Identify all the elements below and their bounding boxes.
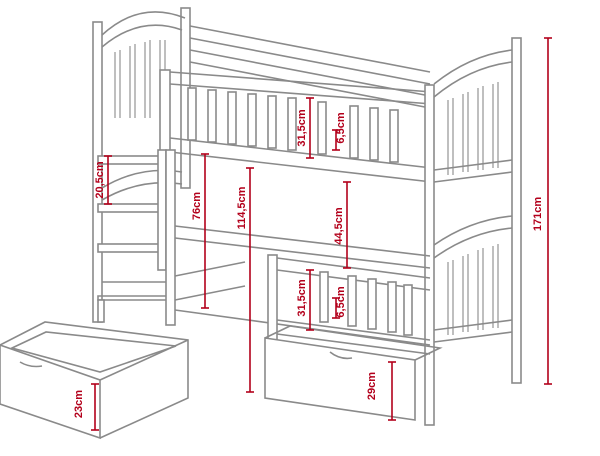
bed-frame (0, 7, 522, 440)
top-headboard-slats (114, 40, 166, 118)
label-overall-height: 171cm (532, 197, 544, 231)
label-top-rail-height: 31,5cm (296, 109, 308, 147)
label-drawer-left-height: 23cm (73, 390, 85, 418)
dimension-labels: 171cm 114,5cm 76cm 20,5cm 44,5cm 31,5cm … (73, 109, 544, 418)
right-bottom-headboard-arch (433, 215, 513, 246)
label-top-slat-gap: 6,5cm (335, 112, 347, 143)
top-guard-slats (187, 87, 399, 163)
top-headboard-arch (101, 11, 186, 36)
bottom-front-rail-post (267, 254, 278, 346)
right-rear-post (511, 37, 522, 384)
drawer-right (264, 325, 443, 421)
label-ladder-step: 20,5cm (94, 161, 106, 199)
right-top-headboard-slats (447, 82, 499, 175)
label-ladder-opening: 76cm (191, 192, 203, 220)
label-bunk-gap: 44,5cm (333, 207, 345, 245)
drawer-left (0, 321, 189, 440)
label-bottom-rail-height: 31,5cm (296, 279, 308, 317)
label-bottom-slat-gap: 6,5cm (335, 286, 347, 317)
dimension-lines (91, 37, 552, 431)
bottom-guard-slats (319, 271, 413, 336)
right-bottom-headboard-slats (447, 244, 499, 335)
label-under-bed-clearance: 114,5cm (236, 186, 248, 229)
right-top-headboard-arch (433, 49, 513, 85)
label-drawer-right-height: 29cm (366, 372, 378, 400)
top-front-rail (159, 69, 171, 159)
